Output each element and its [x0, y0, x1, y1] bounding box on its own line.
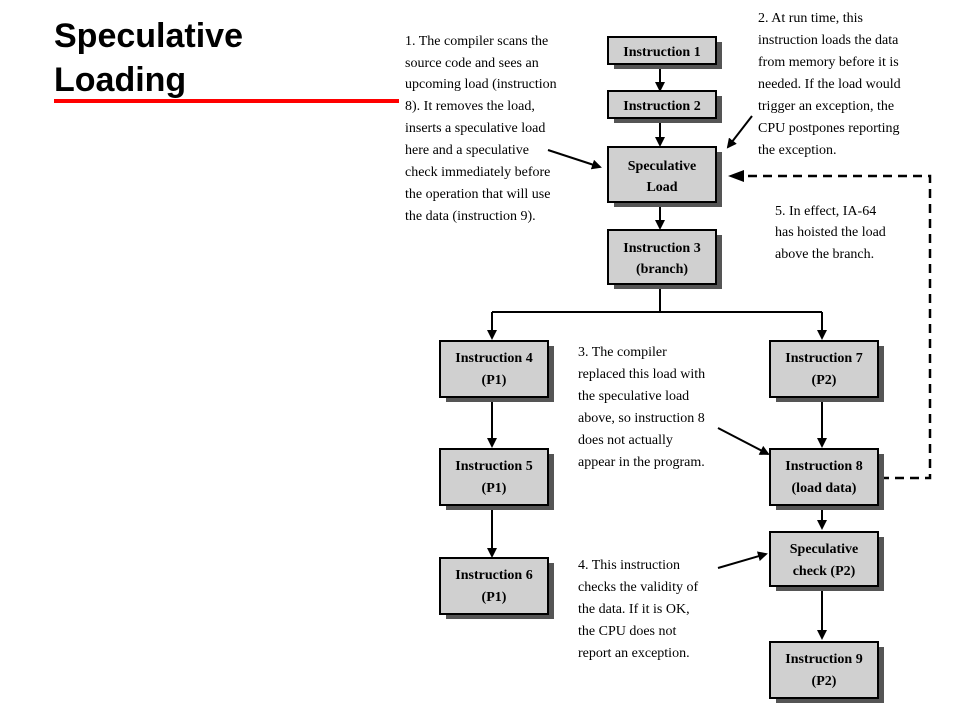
- pointer-note-3: [717, 427, 770, 455]
- hoist-dashed-path: [730, 174, 932, 480]
- note-1-line: 1. The compiler scans the: [405, 34, 548, 49]
- instruction-5-box: Instruction 5 (P1): [439, 448, 554, 510]
- note-2-line: from memory before it is: [758, 55, 899, 70]
- note-4-line: 4. This instruction: [578, 558, 680, 573]
- instruction-7-box: Instruction 7 (P2): [769, 340, 884, 402]
- note-3: 3. The compiler replaced this load with …: [578, 345, 705, 470]
- instruction-9-box: Instruction 9 (P2): [769, 641, 884, 703]
- note-1-line: check immediately before: [405, 165, 550, 180]
- instruction-1-box: Instruction 1: [607, 36, 722, 69]
- speculative-load-box: Speculative Load: [607, 146, 722, 207]
- note-2-line: CPU postpones reporting: [758, 121, 900, 136]
- instruction-5-label-2: (P1): [482, 481, 507, 496]
- instruction-9-label-2: (P2): [812, 674, 837, 689]
- note-3-line: replaced this load with: [578, 367, 705, 382]
- instruction-4-label-1: Instruction 4: [455, 351, 532, 366]
- note-1-line: here and a speculative: [405, 143, 529, 158]
- instruction-4-box: Instruction 4 (P1): [439, 340, 554, 402]
- instruction-6-box: Instruction 6 (P1): [439, 557, 554, 619]
- note-4-line: checks the validity of: [578, 580, 698, 595]
- note-2-line: trigger an exception, the: [758, 99, 894, 114]
- note-1: 1. The compiler scans the source code an…: [405, 34, 557, 224]
- instruction-6-label-2: (P1): [482, 590, 507, 605]
- title-underline: [54, 99, 399, 103]
- note-5-line: above the branch.: [775, 247, 874, 262]
- instruction-7-label-1: Instruction 7: [785, 351, 862, 366]
- speculative-load-label-1: Speculative: [628, 159, 696, 174]
- instruction-3-label-1: Instruction 3: [623, 241, 700, 256]
- note-3-line: 3. The compiler: [578, 345, 667, 360]
- instruction-3-box: Instruction 3 (branch): [607, 229, 722, 289]
- note-2-line: needed. If the load would: [758, 77, 901, 92]
- note-1-line: inserts a speculative load: [405, 121, 545, 136]
- speculative-load-label-2: Load: [646, 180, 677, 195]
- note-4: 4. This instruction checks the validity …: [578, 558, 698, 661]
- note-3-line: above, so instruction 8: [578, 411, 705, 426]
- note-5: 5. In effect, IA-64 has hoisted the load…: [775, 204, 886, 262]
- title-line-2: Loading: [54, 61, 187, 99]
- speculative-check-box: Speculative check (P2): [769, 531, 884, 591]
- instruction-3-label-2: (branch): [636, 262, 688, 277]
- instruction-2-label: Instruction 2: [623, 99, 700, 114]
- note-3-line: the speculative load: [578, 389, 689, 404]
- note-2-line: the exception.: [758, 143, 837, 158]
- note-3-line: does not actually: [578, 433, 673, 448]
- speculative-check-label-2: check (P2): [793, 564, 856, 579]
- note-5-line: 5. In effect, IA-64: [775, 204, 876, 219]
- note-1-line: the data (instruction 9).: [405, 209, 536, 224]
- slide-title: Speculative Loading: [54, 14, 243, 102]
- instruction-8-box: Instruction 8 (load data): [769, 448, 884, 510]
- note-4-line: the CPU does not: [578, 624, 677, 639]
- note-3-line: appear in the program.: [578, 455, 705, 470]
- instruction-8-label-1: Instruction 8: [785, 459, 862, 474]
- instruction-9-label-1: Instruction 9: [785, 652, 862, 667]
- instruction-2-box: Instruction 2: [607, 90, 722, 123]
- note-1-line: the operation that will use: [405, 187, 550, 202]
- title-line-1: Speculative: [54, 17, 243, 55]
- speculative-check-label-1: Speculative: [790, 542, 858, 557]
- note-2: 2. At run time, this instruction loads t…: [758, 11, 901, 158]
- note-pointers: [547, 115, 770, 569]
- hoist-arrowhead: [728, 170, 744, 182]
- pointer-note-2: [726, 115, 753, 149]
- pointer-note-4: [717, 551, 768, 569]
- instruction-4-label-2: (P1): [482, 373, 507, 388]
- instruction-8-label-2: (load data): [792, 481, 857, 496]
- pointer-note-1: [547, 149, 602, 170]
- instruction-1-label: Instruction 1: [623, 45, 700, 60]
- note-4-line: report an exception.: [578, 646, 690, 661]
- connectors: [487, 66, 932, 640]
- note-1-line: upcoming load (instruction: [405, 77, 557, 92]
- note-2-line: instruction loads the data: [758, 33, 899, 48]
- note-1-line: 8). It removes the load,: [405, 99, 535, 114]
- note-5-line: has hoisted the load: [775, 225, 886, 240]
- instruction-7-label-2: (P2): [812, 373, 837, 388]
- instruction-6-label-1: Instruction 6: [455, 568, 532, 583]
- instruction-5-label-1: Instruction 5: [455, 459, 532, 474]
- note-1-line: source code and sees an: [405, 56, 539, 71]
- note-2-line: 2. At run time, this: [758, 11, 863, 26]
- note-4-line: the data. If it is OK,: [578, 602, 690, 617]
